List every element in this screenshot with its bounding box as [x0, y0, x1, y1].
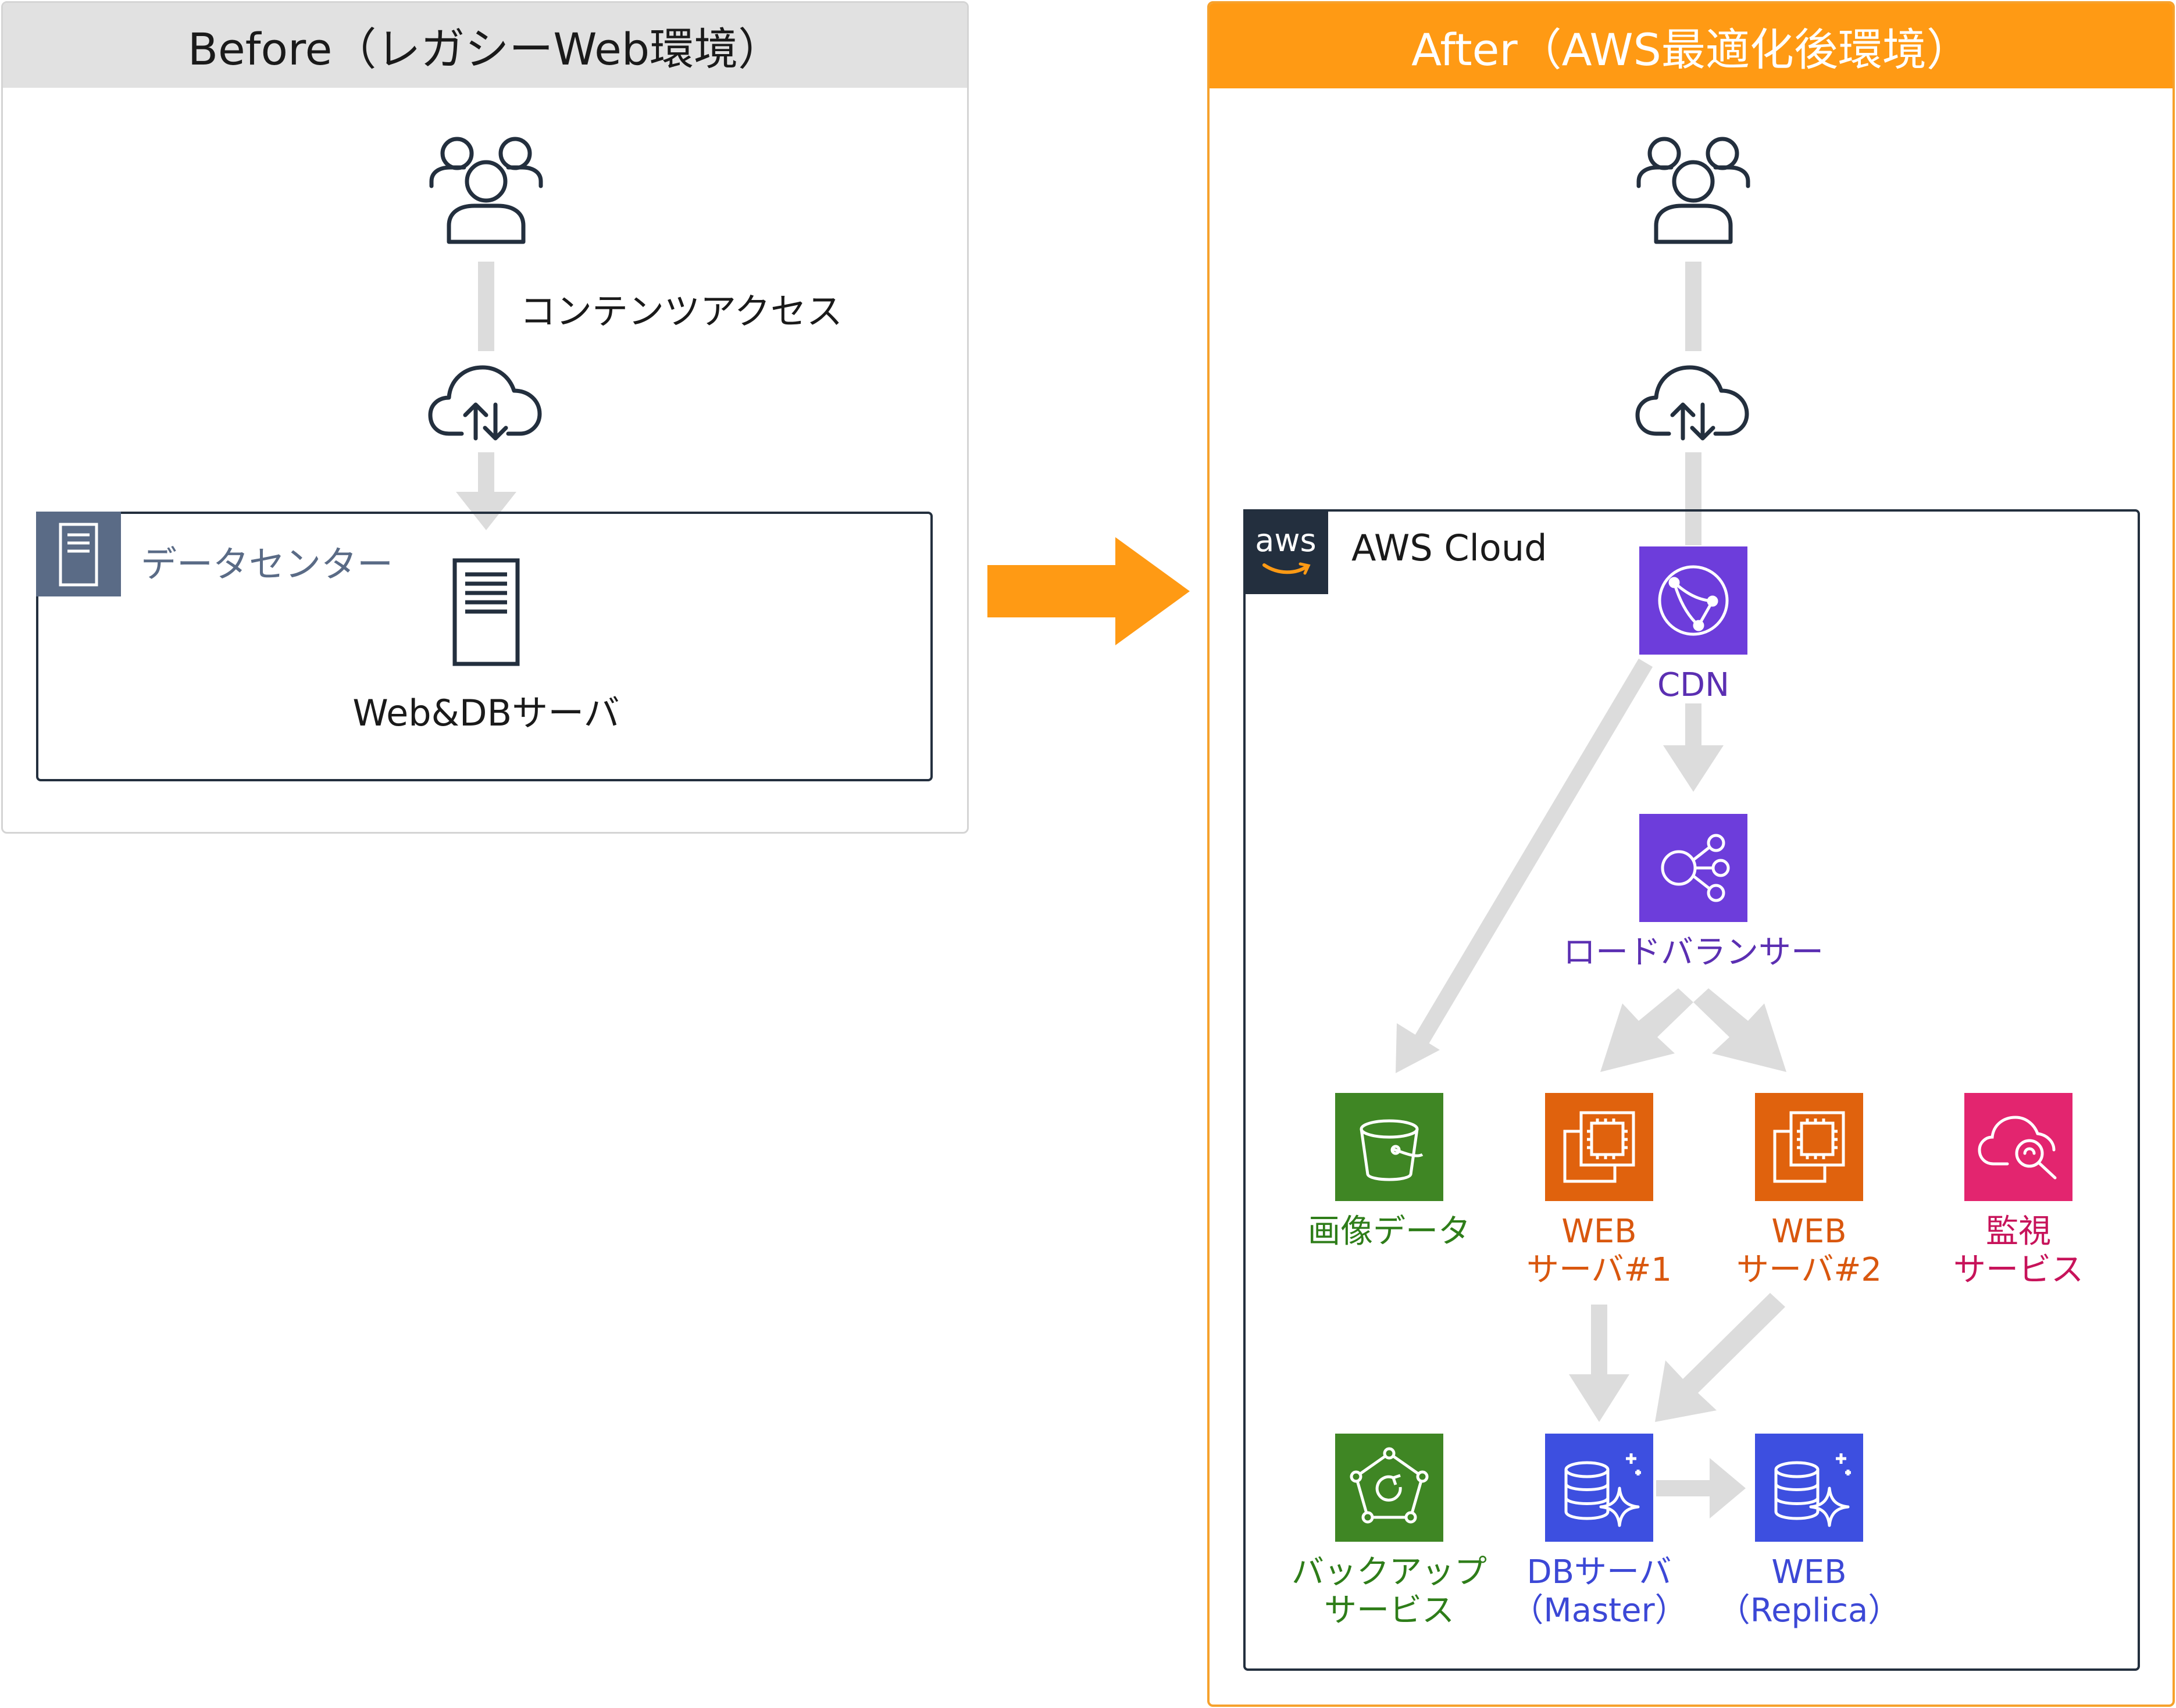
load-balancer-icon: [1639, 814, 1747, 922]
lb-to-web1-arrow: [1600, 988, 1693, 1072]
ec2-chip-icon: [1545, 1093, 1653, 1201]
aws-logo-text: aws: [1255, 522, 1317, 559]
aws-cloud-label: AWS Cloud: [1351, 527, 1547, 569]
after-panel-header: After（AWS最適化後環境）: [1210, 3, 2173, 88]
backup-line1: バックアップ: [1292, 1553, 1487, 1591]
before-datacenter-arrowhead: [456, 492, 516, 530]
right-arrow-icon: [987, 537, 1190, 645]
backup-line2: サービス: [1324, 1592, 1454, 1630]
web-server-1-line1: WEB: [1561, 1213, 1637, 1250]
before-internet-to-datacenter-line: [478, 452, 494, 493]
server-icon: [452, 558, 520, 666]
after-users-to-internet-line: [1685, 262, 1701, 351]
users-icon: [429, 137, 543, 244]
image-data-label: 画像データ: [1308, 1213, 1471, 1250]
web-db-server-label: Web&DBサーバ: [352, 692, 620, 734]
cdn-to-lb-arrowhead: [1663, 745, 1724, 792]
users-icon: [1636, 137, 1750, 244]
before-title: Before（レガシーWeb環境）: [187, 23, 783, 75]
after-panel: After（AWS最適化後環境）: [1207, 1, 2175, 1707]
web1-to-db-line: [1591, 1305, 1607, 1375]
ec2-chip-icon: [1755, 1093, 1863, 1201]
after-title: After（AWS最適化後環境）: [1411, 24, 1971, 76]
db-replication-arrowhead: [1710, 1458, 1746, 1518]
database-icon: [1545, 1434, 1653, 1542]
db-master-line1: DBサーバ: [1526, 1553, 1672, 1591]
internet-cloud-icon: [428, 365, 542, 441]
after-internet-to-cdn-line: [1685, 452, 1701, 545]
lb-label: ロードバランサー: [1563, 934, 1824, 971]
backup-icon: [1335, 1434, 1443, 1542]
aws-logo: aws: [1243, 509, 1328, 594]
web2-to-db-arrow: [1655, 1293, 1785, 1422]
backup-tile: [1335, 1434, 1443, 1542]
db-master-tile: [1545, 1434, 1653, 1542]
cloudfront-icon: [1639, 546, 1747, 655]
datacenter-icon: [36, 512, 121, 596]
monitoring-line1: 監視: [1986, 1213, 2051, 1250]
monitoring-line2: サービス: [1953, 1251, 2084, 1289]
image-data-tile: [1335, 1093, 1443, 1201]
before-panel-header: Before（レガシーWeb環境）: [3, 3, 967, 88]
web-server-2-line1: WEB: [1771, 1213, 1847, 1250]
before-panel: Before（レガシーWeb環境）: [1, 1, 969, 834]
db-master-line2: （Master）: [1511, 1592, 1688, 1630]
cdn-label: CDN: [1657, 666, 1730, 704]
db-replica-line2: （Replica）: [1717, 1592, 1901, 1630]
web-server-1-tile: [1545, 1093, 1653, 1201]
lb-to-web2-arrow: [1693, 988, 1786, 1072]
s3-bucket-icon: [1335, 1093, 1443, 1201]
content-access-label: コンテンツアクセス: [520, 290, 843, 333]
web-server-2-tile: [1755, 1093, 1863, 1201]
monitoring-tile: [1964, 1093, 2072, 1201]
cdn-to-image-arrowhead: [1396, 1023, 1440, 1073]
before-users-to-internet-line: [478, 262, 494, 351]
load-balancer-tile: [1639, 814, 1747, 922]
internet-cloud-icon: [1635, 365, 1749, 441]
aws-cloud-group: [1243, 509, 2140, 1671]
cdn-to-image-line: [1414, 658, 1653, 1045]
web-server-1-line2: サーバ#1: [1526, 1251, 1672, 1289]
db-replica-tile: [1755, 1434, 1863, 1542]
db-replication-line: [1656, 1480, 1711, 1496]
web1-to-db-arrowhead: [1569, 1374, 1629, 1422]
cloudwatch-icon: [1964, 1093, 2072, 1201]
cdn-to-lb-line: [1685, 703, 1701, 746]
datacenter-label: データセンター: [141, 543, 394, 585]
db-replica-line1: WEB: [1771, 1553, 1847, 1591]
database-icon: [1755, 1434, 1863, 1542]
datacenter-group: [36, 512, 933, 781]
cdn-tile: [1639, 546, 1747, 655]
web-server-2-line2: サーバ#2: [1736, 1251, 1882, 1289]
